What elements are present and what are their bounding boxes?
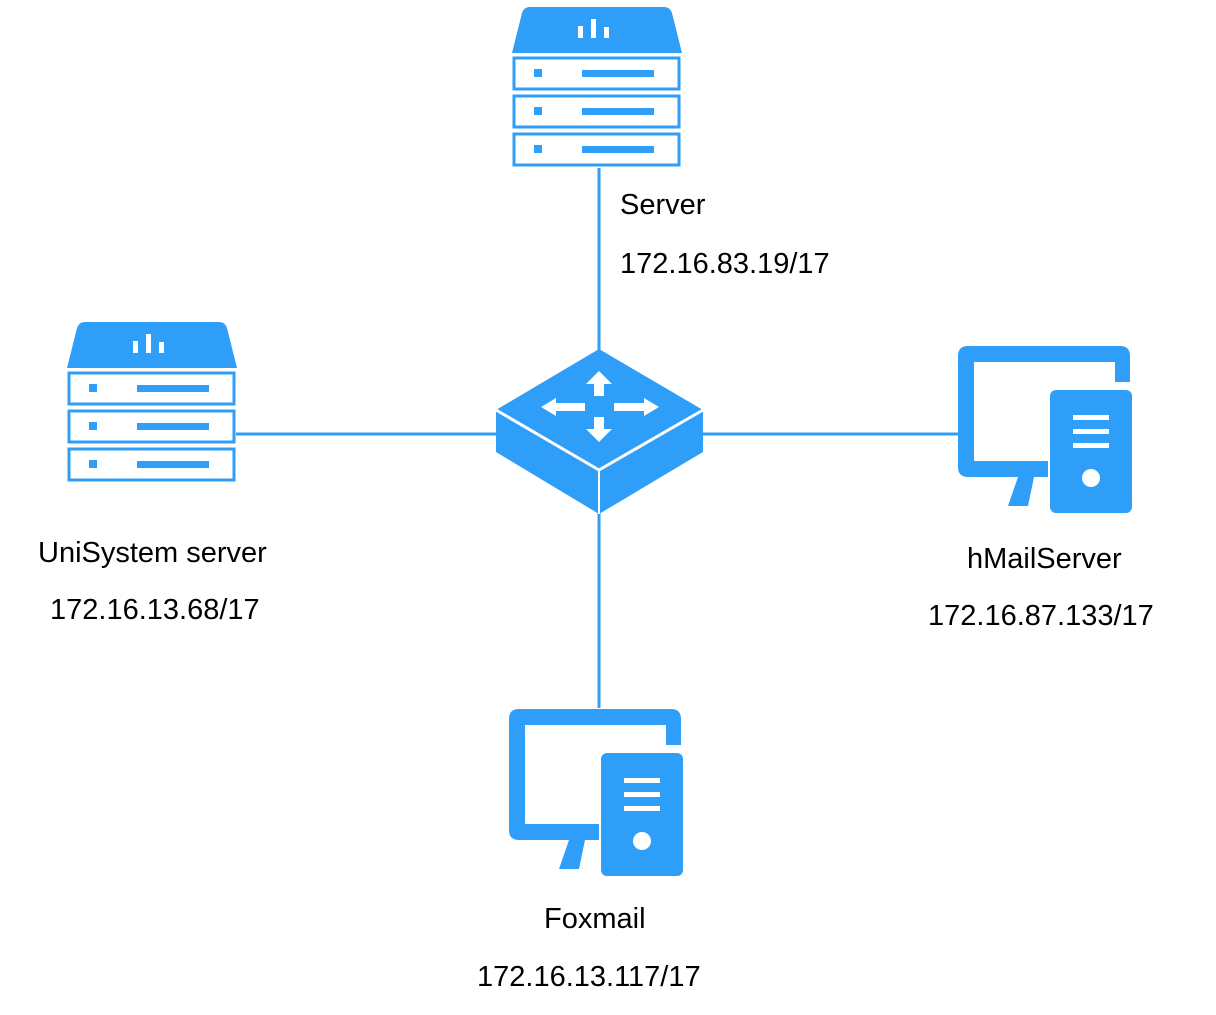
foxmail-computer-icon	[509, 709, 683, 876]
network-switch-icon	[495, 349, 704, 514]
hmailserver-ip-label: 172.16.87.133/17	[928, 600, 1154, 632]
server-ip-label: 172.16.83.19/17	[620, 248, 830, 280]
foxmail-ip-label: 172.16.13.117/17	[477, 961, 701, 993]
foxmail-name-label: Foxmail	[544, 903, 646, 935]
hmailserver-name-label: hMailServer	[967, 543, 1122, 575]
unisystem-name-label: UniSystem server	[38, 537, 267, 569]
server-name-label: Server	[620, 189, 706, 221]
unisystem-server-rack-icon	[65, 320, 239, 482]
hmailserver-computer-icon	[958, 346, 1132, 513]
unisystem-ip-label: 172.16.13.68/17	[50, 594, 260, 626]
server-rack-icon	[510, 5, 684, 167]
